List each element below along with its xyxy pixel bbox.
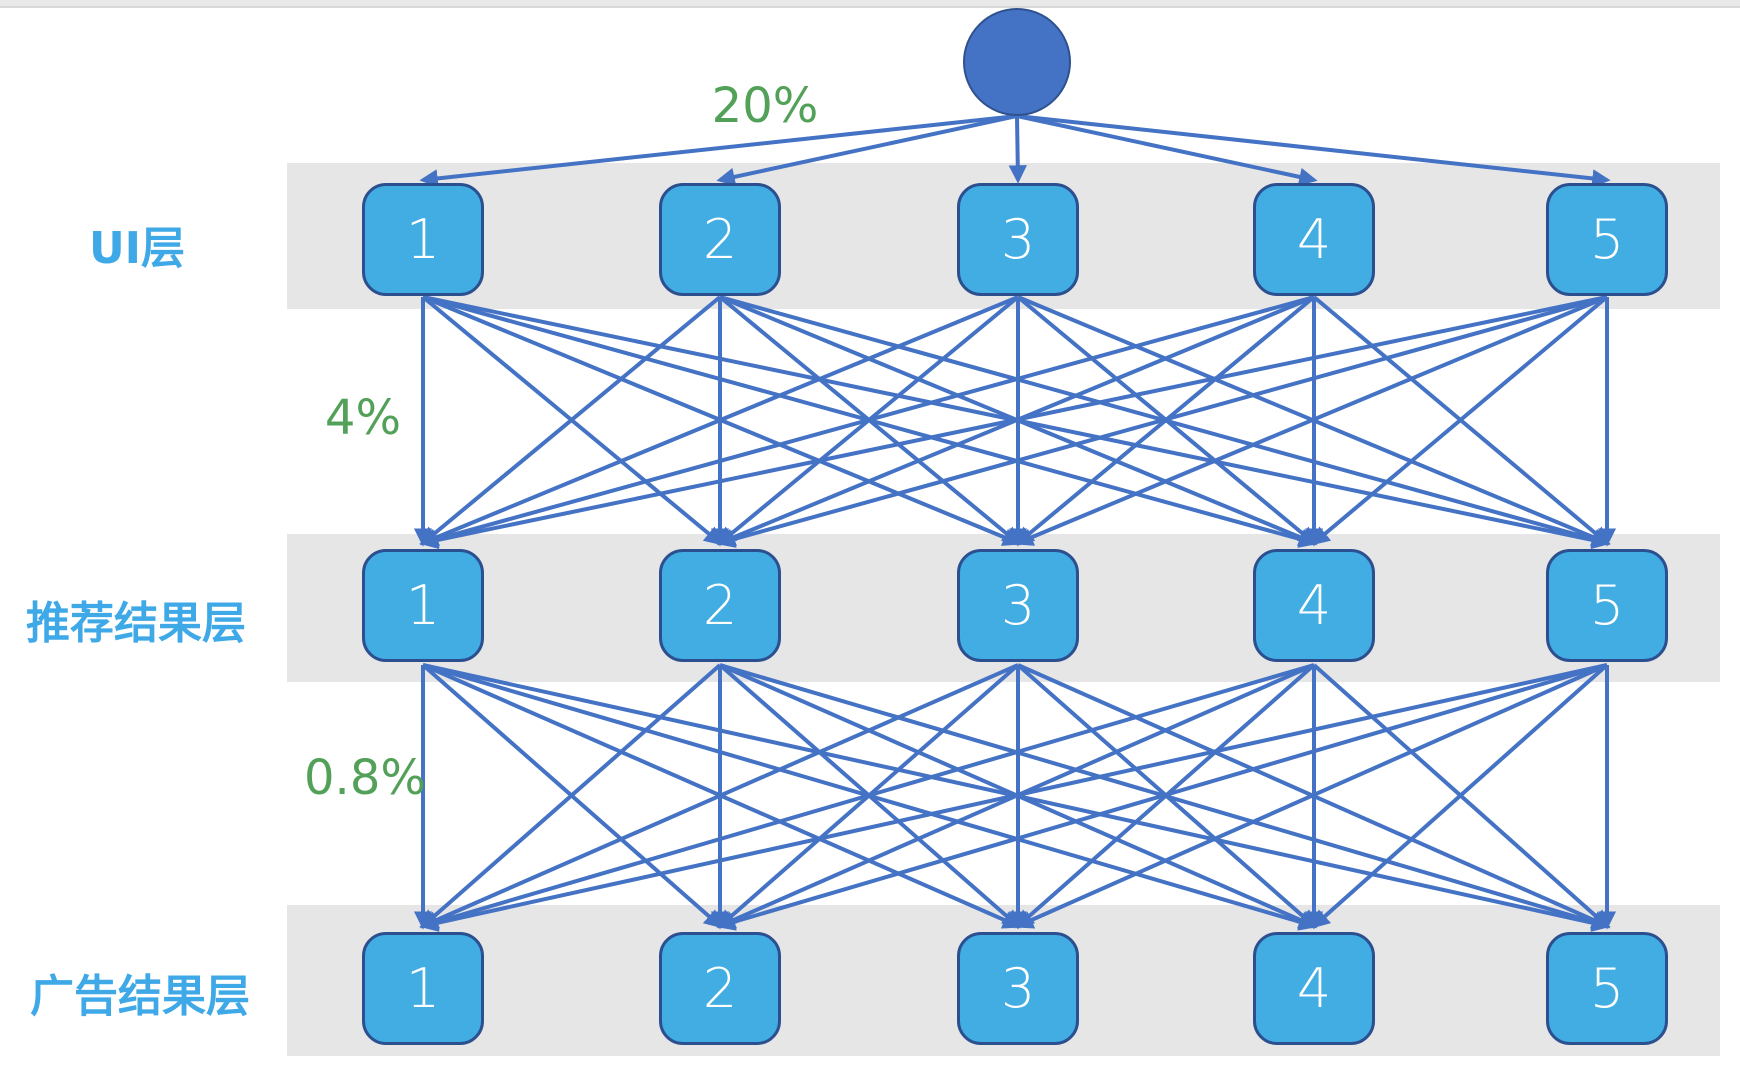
ad-layer-node-5: 5 xyxy=(1546,932,1668,1045)
root-node-circle xyxy=(963,8,1071,116)
ui-layer-node-5: 5 xyxy=(1546,183,1668,296)
edge-line xyxy=(716,663,1608,931)
root-to-ui-percentage: 20% xyxy=(711,78,819,134)
edge-line xyxy=(1014,663,1608,929)
recommendation-layer-node-5: 5 xyxy=(1546,549,1668,662)
top-border-strip xyxy=(0,0,1740,8)
recommendation-layer-node-2: 2 xyxy=(659,549,781,662)
edge-line xyxy=(716,295,1608,548)
ui-layer-node-3: 3 xyxy=(957,183,1079,296)
edge-line xyxy=(1014,295,1608,546)
edge-line xyxy=(1016,114,1318,186)
edge-line xyxy=(1008,115,1027,184)
edge-line xyxy=(1016,114,1611,188)
ad-layer-node-1: 1 xyxy=(362,932,484,1045)
edge-line xyxy=(420,295,722,546)
edge-line xyxy=(419,663,1019,929)
ui-layer-label: UI层 xyxy=(88,223,186,274)
recommendation-layer-node-3: 3 xyxy=(957,549,1079,662)
ad-layer-node-4: 4 xyxy=(1253,932,1375,1045)
edge-line xyxy=(419,295,1608,550)
ad-layer-node-3: 3 xyxy=(957,932,1079,1045)
edge-line xyxy=(1311,663,1609,929)
recommendation-layer-label: 推荐结果层 xyxy=(26,598,246,649)
edge-line xyxy=(419,114,1018,188)
edge-line xyxy=(420,663,722,929)
ad-layer-label: 广告结果层 xyxy=(30,971,250,1022)
ad-layer-node-2: 2 xyxy=(659,932,781,1045)
edge-line xyxy=(1311,295,1609,546)
edge-line xyxy=(419,663,1608,932)
ui-to-recommendation-percentage: 4% xyxy=(324,390,402,446)
edge-line xyxy=(419,295,1315,548)
edge-line xyxy=(716,114,1018,186)
ui-layer-node-1: 1 xyxy=(362,183,484,296)
recommendation-to-ad-percentage: 0.8% xyxy=(304,750,426,806)
recommendation-layer-node-4: 4 xyxy=(1253,549,1375,662)
recommendation-layer-node-1: 1 xyxy=(362,549,484,662)
ui-layer-node-4: 4 xyxy=(1253,183,1375,296)
ui-layer-node-2: 2 xyxy=(659,183,781,296)
edge-line xyxy=(419,295,1019,546)
edge-line xyxy=(419,663,1315,931)
